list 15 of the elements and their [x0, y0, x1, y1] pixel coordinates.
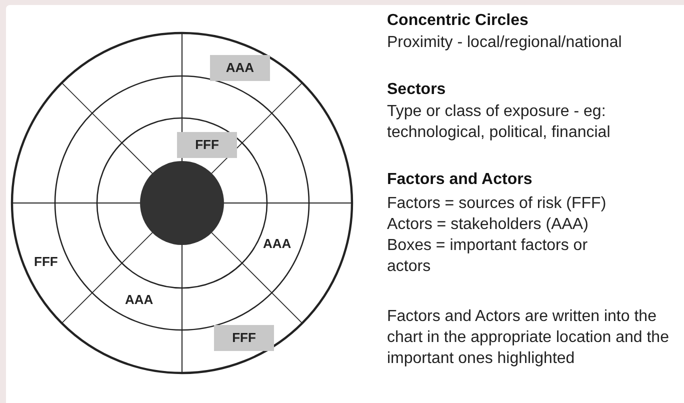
sector-label: AAA — [125, 291, 154, 309]
description-text: Boxes = important factors or actors — [387, 236, 589, 277]
highlight-box: FFF — [177, 132, 237, 158]
sector-label: FFF — [34, 253, 58, 271]
description-text: Factors and Actors are written into the chart in the appropriate location and the important ones highlighted — [387, 307, 670, 369]
section-heading: Sectors — [387, 80, 446, 100]
description-text: Actors = stakeholders (AAA) — [387, 215, 590, 235]
description-text: Type or class of exposure - eg: technological, political, financial — [387, 102, 612, 143]
highlight-box: AAA — [210, 55, 270, 81]
section-heading: Concentric Circles — [387, 11, 528, 31]
description-text: Proximity - local/regional/national — [387, 33, 623, 53]
section-heading: Factors and Actors — [387, 170, 532, 190]
description-text: Factors = sources of risk (FFF) — [387, 194, 608, 214]
highlight-box: FFF — [214, 325, 274, 351]
sector-label: AAA — [263, 235, 292, 253]
